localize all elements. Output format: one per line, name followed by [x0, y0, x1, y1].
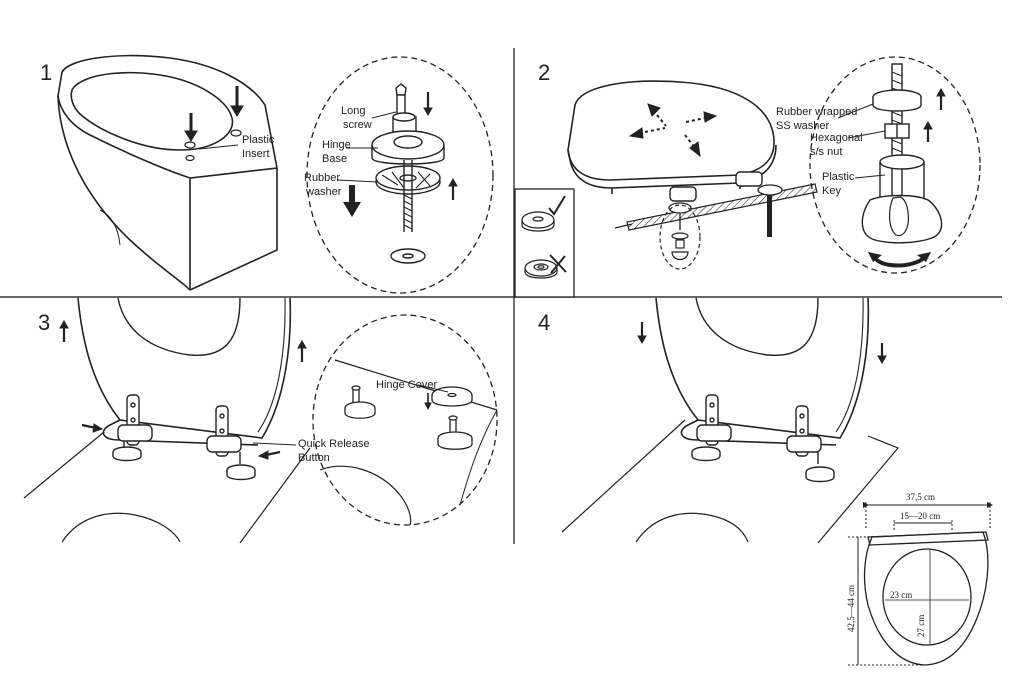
hinge-right [786, 405, 835, 483]
small-nut-drawing [671, 232, 689, 261]
cross-icon [549, 254, 567, 274]
label-long-screw-1: Long [341, 105, 365, 117]
dim-seat-length: 42,5—44 cm [846, 585, 856, 632]
washer-incorrect-drawing [524, 259, 558, 279]
left-arrow-icon [81, 423, 281, 460]
up-arrow-icon [59, 319, 307, 362]
step-4-number: 4 [538, 310, 550, 335]
rotate-arrows-icon [873, 256, 926, 268]
seat-outline-drawing [863, 531, 989, 666]
label-plastic-key-2: Key [822, 185, 841, 197]
hinge-cover-part [431, 386, 473, 407]
up-arrow-icon [423, 92, 458, 200]
label-hinge-base-2: Base [322, 153, 347, 165]
zoom-circle-nut [809, 56, 981, 274]
plastic-insert-leader [198, 144, 239, 150]
step-3-number: 3 [38, 310, 50, 335]
dim-hinge-spacing: 15—20 cm [900, 511, 940, 521]
up-arrow-icon [923, 87, 946, 142]
move-arrows-icon [628, 103, 718, 158]
seat-hinges [669, 171, 763, 202]
zoom-leaders [337, 111, 397, 183]
label-rubber-washer-2: washer [305, 186, 342, 198]
zoom-circle-hinge-cover [312, 314, 498, 526]
label-plastic-key-1: Plastic [822, 171, 855, 183]
label-plastic-insert-1: Plastic [242, 134, 275, 146]
label-hex-nut-2: s/s nut [810, 146, 842, 158]
label-rubber-wrapped-2: SS washer [776, 120, 830, 132]
fastener-drawing [668, 184, 783, 230]
washer-correct-drawing [521, 211, 555, 232]
zoom-leaders-2 [837, 103, 886, 179]
label-rubber-wrapped-1: Rubber wrapped [776, 106, 857, 118]
toilet-surface-section [626, 183, 818, 231]
hinge-left [691, 394, 732, 462]
step-4-panel: 4 [538, 297, 899, 544]
dimension-diagram: 37,5 cm 15—20 cm 23 cm 27 cm 42,5—44 cm [846, 492, 993, 666]
label-hex-nut-1: Hexagonal [810, 132, 863, 144]
label-quick-release-1: Quick Release [298, 438, 370, 450]
zoom-circle-hinge-base [306, 56, 494, 294]
step-2-number: 2 [538, 60, 550, 85]
floor-outline [561, 419, 899, 544]
nut-assembly-drawing [861, 63, 943, 244]
hinge-cover-leader [417, 384, 449, 393]
hinge-peg-1 [344, 385, 376, 419]
label-rubber-washer-1: Rubber [304, 172, 340, 184]
toilet-seat-drawing [567, 80, 777, 194]
washer-orientation-box [514, 188, 575, 298]
down-arrow-icon [637, 322, 887, 365]
down-arrow-icon [184, 86, 244, 142]
step-2-panel: 2 [514, 56, 981, 298]
big-down-arrow-icon [343, 185, 361, 217]
hinge-left [112, 394, 153, 462]
raised-seat-drawing [77, 297, 292, 446]
hinge-peg-2 [437, 415, 473, 450]
dim-opening-length: 27 cm [916, 615, 926, 637]
toilet-bowl-drawing [57, 54, 278, 291]
floor-outline [23, 431, 311, 544]
label-plastic-insert-2: Insert [242, 148, 270, 160]
zoom-circle-small [659, 204, 701, 270]
step-1-panel: 1 Plastic Insert [40, 54, 494, 294]
quick-release-leader [252, 442, 297, 446]
label-hinge-base-1: Hinge [322, 139, 351, 151]
check-icon [548, 195, 566, 216]
lowered-seat-drawing [655, 297, 870, 446]
hinge-right [206, 405, 256, 481]
dim-width: 37,5 cm [906, 492, 935, 502]
screw-shaft [767, 195, 772, 237]
step-3-panel: 3 [23, 297, 498, 544]
hinge-base-drawing [371, 83, 445, 264]
mounting-holes [184, 129, 242, 162]
label-long-screw-2: screw [343, 119, 372, 131]
label-hinge-cover: Hinge Cover [376, 379, 437, 391]
step-1-number: 1 [40, 60, 52, 85]
down-arrow-icon [424, 393, 432, 411]
label-quick-release-2: Button [298, 452, 330, 464]
dim-opening-width: 23 cm [890, 590, 912, 600]
